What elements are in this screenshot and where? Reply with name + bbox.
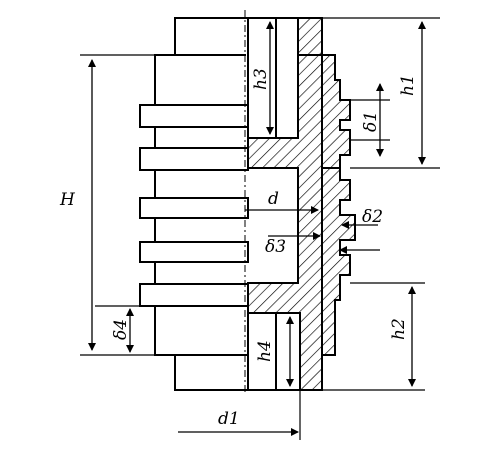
section-view [247,17,356,391]
threaded-sleeve-section [321,54,351,169]
label-delta3: δ3 [265,237,286,257]
label-d1: d1 [218,409,240,429]
label-delta4: δ4 [111,319,131,340]
bottom-cap-outline [174,354,301,391]
rib-4 [139,241,249,263]
upper-cavity [247,19,277,139]
label-delta2: δ2 [362,207,383,227]
label-h3: h3 [251,68,271,90]
label-h2: h2 [389,318,409,340]
top-cap-outline [174,17,299,56]
rib-3 [139,197,249,219]
label-h4: h4 [255,340,275,362]
rib-2 [139,147,249,171]
bottom-flange-outline [154,305,249,356]
label-d: d [268,189,279,209]
dimensions: H δ4 h3 h4 h1 δ1 d δ2 δ3 [59,17,440,440]
label-H: H [59,190,76,210]
top-shoulder-outline [154,54,246,106]
rib-5 [139,283,249,307]
threaded-sleeve-lower-section [321,167,356,356]
label-delta1: δ1 [361,111,381,132]
rib-1 [139,104,249,128]
lower-cavity [247,312,277,391]
label-h1: h1 [398,74,418,96]
